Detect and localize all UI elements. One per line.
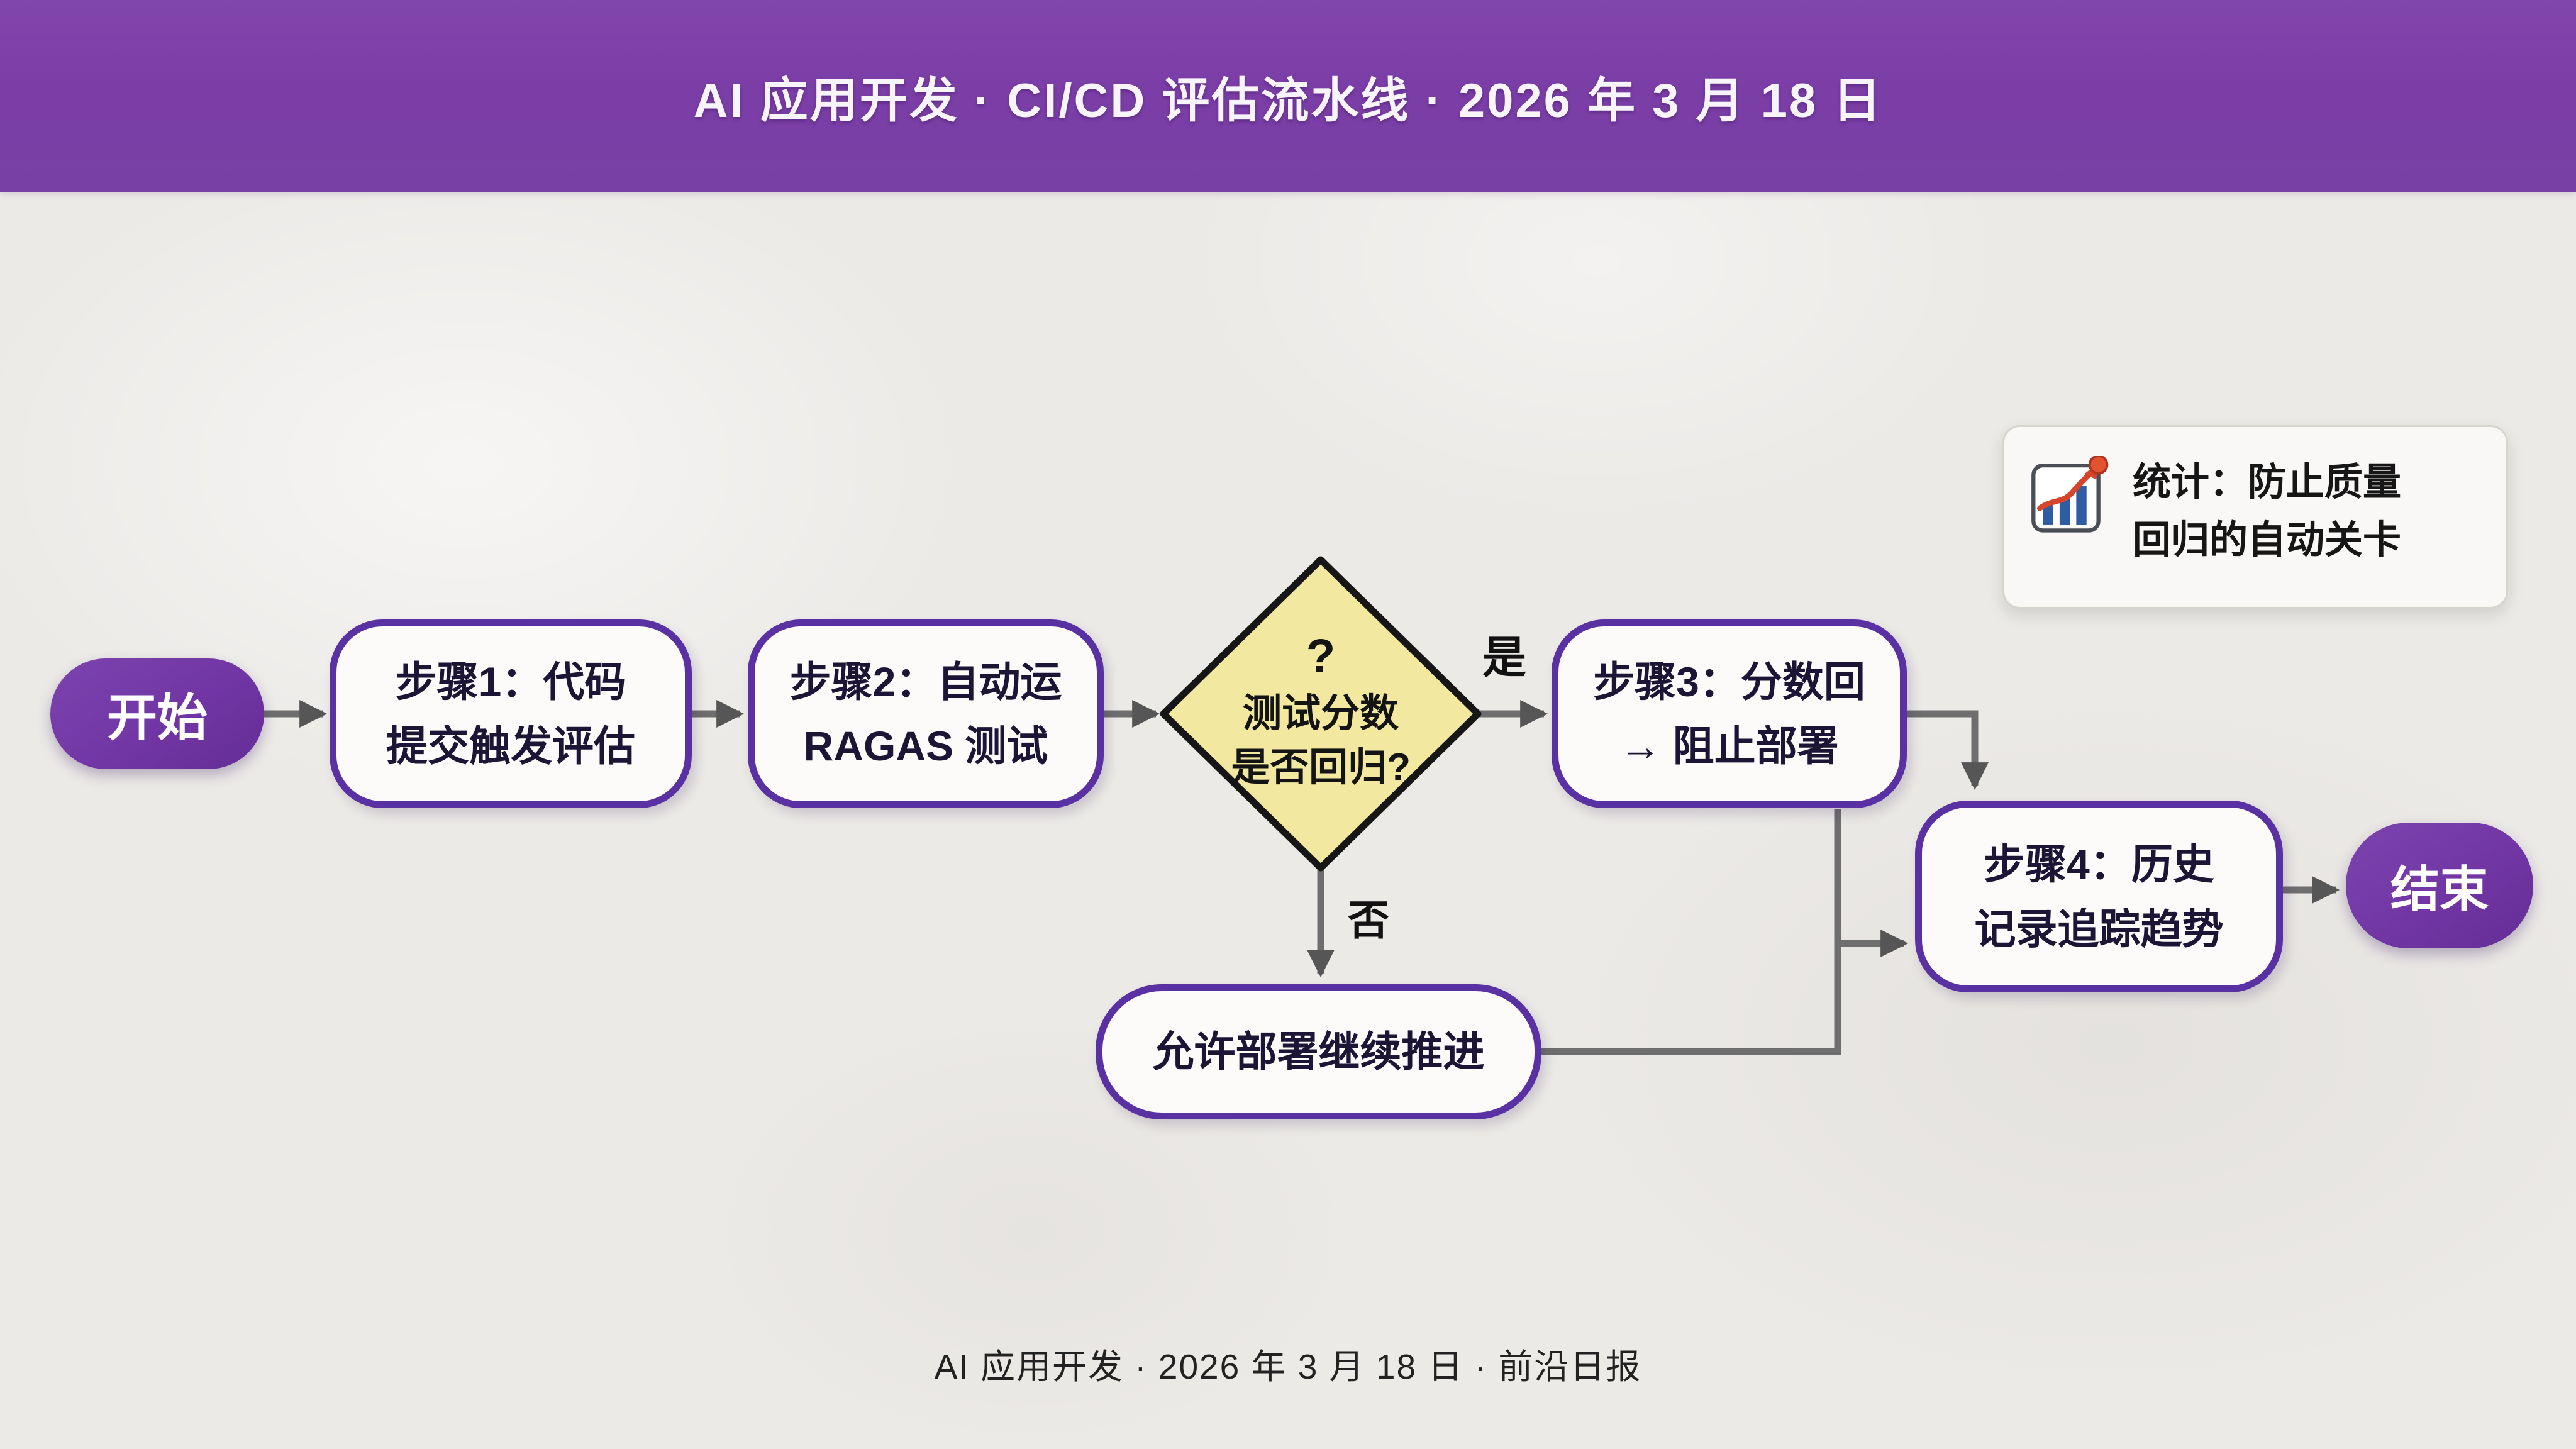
end-node: 结束 [2346, 823, 2533, 948]
allow-deploy-node: 允许部署继续推进 [1096, 984, 1541, 1119]
step4-line-1: 步骤4：历史 [1984, 841, 2214, 888]
step4-node: 步骤4：历史 记录追踪趋势 [1915, 801, 2283, 992]
header-bar: AI 应用开发 · CI/CD 评估流水线 · 2026 年 3 月 18 日 [0, 0, 2576, 192]
stats-line-1: 统计：防止质量 [2133, 460, 2402, 503]
page-title: AI 应用开发 · CI/CD 评估流水线 · 2026 年 3 月 18 日 [693, 74, 1883, 128]
stats-card-text: 统计：防止质量 回归的自动关卡 [2133, 453, 2401, 569]
step1-line-2: 提交触发评估 [386, 723, 635, 769]
step2-node: 步骤2：自动运 RAGAS 测试 [748, 619, 1104, 808]
start-node: 开始 [50, 658, 264, 769]
step1-node: 步骤1：代码 提交触发评估 [330, 619, 692, 808]
stats-line-2: 回归的自动关卡 [2133, 518, 2402, 561]
step2-line-1: 步骤2：自动运 [789, 658, 1062, 705]
step3-line-2: → 阻止部署 [1619, 723, 1839, 769]
end-label: 结束 [2390, 862, 2489, 917]
step3-node: 步骤3：分数回 → 阻止部署 [1552, 619, 1907, 808]
edge-allow-merge [1541, 809, 1841, 1055]
edge-label-yes: 是 [1482, 633, 1526, 682]
edge-step3-step4-top [1907, 710, 1989, 791]
allow-deploy-label: 允许部署继续推进 [1152, 1028, 1485, 1075]
step4-line-2: 记录追踪趋势 [1974, 905, 2224, 952]
edge-label-no: 否 [1348, 897, 1389, 943]
stats-card: 统计：防止质量 回归的自动关卡 [2002, 425, 2508, 609]
chart-increasing-icon [2029, 455, 2109, 538]
decision-diamond-shape [1160, 556, 1482, 872]
step3-line-1: 步骤3：分数回 [1593, 658, 1865, 705]
step2-line-2: RAGAS 测试 [803, 723, 1048, 769]
start-label: 开始 [107, 690, 208, 746]
step1-line-1: 步骤1：代码 [395, 658, 626, 705]
footer-caption: AI 应用开发 · 2026 年 3 月 18 日 · 前沿日报 [934, 1347, 1642, 1386]
